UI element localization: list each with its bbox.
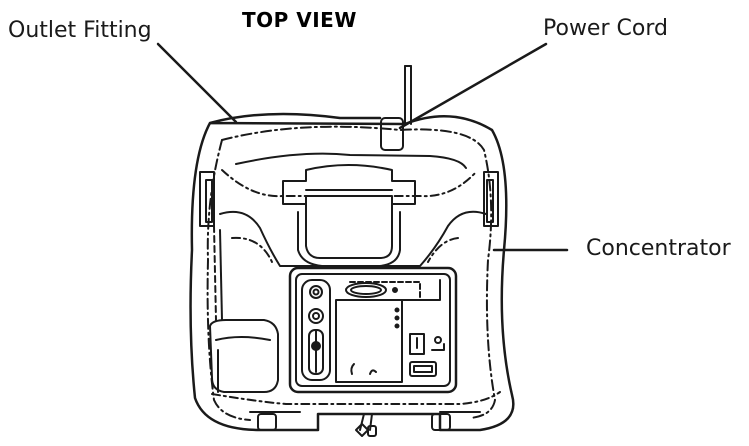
power-cord	[404, 65, 412, 125]
label-plate	[335, 299, 403, 383]
outer-housing	[189, 112, 515, 432]
cord-strain-relief	[380, 117, 404, 151]
foot-left	[257, 413, 277, 431]
outlet-fitting	[359, 413, 373, 431]
label-power-cord: Power Cord	[543, 16, 668, 41]
control-panel-frame	[288, 266, 458, 394]
label-concentrator: Concentrator	[586, 236, 731, 261]
right-grip	[483, 171, 499, 227]
leader-power-cord	[398, 42, 548, 130]
foot-right	[431, 413, 451, 431]
storage-pocket	[209, 319, 279, 393]
power-switch	[309, 285, 323, 299]
indicator-light	[392, 287, 398, 293]
fuse-holder	[434, 336, 442, 344]
inner-outline	[221, 125, 496, 419]
label-outlet-fitting: Outlet Fitting	[8, 18, 152, 43]
diagram-title: TOP VIEW	[242, 8, 357, 32]
circuit-breaker	[409, 333, 425, 355]
top-rim	[235, 152, 467, 169]
control-column	[301, 279, 331, 381]
carry-handle	[282, 164, 416, 205]
leader-outlet-fitting	[156, 42, 238, 124]
flow-knob	[308, 308, 324, 324]
handle-well	[305, 203, 393, 259]
power-inlet	[409, 361, 437, 377]
